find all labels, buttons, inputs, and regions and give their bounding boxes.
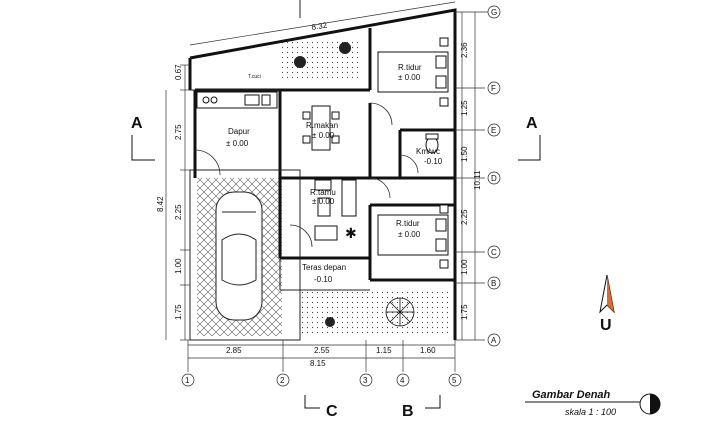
- room-teras-name: Teras depan: [302, 263, 346, 272]
- grid-label-3: 3: [363, 376, 368, 385]
- grid-label-2: 2: [280, 376, 285, 385]
- palm-icon: [385, 297, 415, 327]
- room-tamu-level: ± 0.00: [312, 197, 335, 206]
- dim-bottom-3: 1.60: [420, 346, 436, 355]
- plant-star-icon: ✱: [345, 225, 357, 241]
- grid-label-4: 4: [400, 376, 405, 385]
- grid-bottom: [181, 373, 462, 387]
- section-marker-right: [518, 135, 541, 161]
- section-b-bottom: B: [402, 403, 414, 420]
- room-makan-name: R.makan: [306, 121, 338, 130]
- room-kmwc-level: -0.10: [424, 157, 443, 166]
- room-teras-level: -0.10: [314, 275, 333, 284]
- dining-table: [302, 105, 340, 151]
- north-arrow-icon: [599, 274, 615, 314]
- kitchen-counter: [196, 91, 278, 109]
- section-c-bottom: C: [326, 403, 338, 420]
- room-dapur-name: Dapur: [228, 127, 250, 136]
- thin-lines: [189, 89, 370, 341]
- grid-right: [485, 5, 501, 347]
- bed-2: [377, 204, 449, 269]
- door-swings: [194, 102, 419, 248]
- car-icon: [215, 191, 263, 321]
- dim-right-2: 1.50: [460, 146, 469, 162]
- north-label: U: [600, 317, 612, 334]
- dim-right-4: 1.00: [460, 259, 469, 275]
- dim-top: 8.32: [311, 21, 328, 32]
- section-a-right: A: [526, 115, 538, 132]
- left-dim-lines: [165, 64, 190, 341]
- dim-right-3: 2.25: [460, 209, 469, 225]
- grid-label-1: 1: [185, 376, 190, 385]
- drawing-scale: skala 1 : 100: [565, 407, 616, 417]
- dim-bottom-total: 8.15: [310, 359, 326, 368]
- dim-left-1: 2.75: [174, 124, 183, 140]
- living-furniture: [314, 179, 357, 241]
- room-tidur2-level: ± 0.00: [398, 230, 421, 239]
- section-a-left: A: [131, 115, 143, 132]
- grid-label-b: B: [491, 279, 496, 288]
- tree-icons: [294, 42, 351, 327]
- bottom-dim-lines: [187, 340, 456, 372]
- drawing-title: Gambar Denah: [532, 389, 611, 401]
- dim-bottom-0: 2.85: [226, 346, 242, 355]
- dim-left-2: 2.25: [174, 204, 183, 220]
- toilet: [425, 133, 439, 154]
- grid-label-c: C: [491, 248, 497, 257]
- grid-label-5: 5: [452, 376, 457, 385]
- dim-right-1: 1.25: [460, 100, 469, 116]
- right-dim-lines: [455, 11, 485, 341]
- room-tamu-name: R.tamu: [310, 188, 336, 197]
- dim-right-5: 1.75: [460, 304, 469, 320]
- room-tidur1-name: R.tidur: [398, 63, 422, 72]
- room-tidur2-name: R.tidur: [396, 219, 420, 228]
- room-kmwc-name: Km/wc: [416, 147, 440, 156]
- garden-front: [300, 290, 450, 336]
- dim-bottom-1: 2.55: [314, 346, 330, 355]
- grid-label-a: A: [491, 336, 497, 345]
- tcuci-label: T.cuci: [248, 74, 261, 80]
- dim-right-0: 2.36: [460, 42, 469, 58]
- room-dapur-level: ± 0.00: [226, 139, 249, 148]
- title-block: [525, 393, 661, 415]
- dim-bottom-2: 1.15: [376, 346, 392, 355]
- dim-left-3: 1.00: [174, 258, 183, 274]
- room-tidur1-level: ± 0.00: [398, 73, 421, 82]
- dim-left-0: 0.67: [174, 64, 183, 80]
- grid-label-f: F: [491, 84, 496, 93]
- grid-label-g: G: [491, 8, 497, 17]
- grid-label-d: D: [491, 174, 497, 183]
- dim-left-total: 8.42: [156, 196, 165, 212]
- dim-left-4: 1.75: [174, 304, 183, 320]
- section-marker-left: [131, 135, 155, 161]
- dim-right-total: 10.11: [473, 170, 482, 190]
- room-makan-level: ± 0.00: [312, 131, 335, 140]
- grid-label-e: E: [491, 126, 496, 135]
- section-marker-bottom: [304, 395, 441, 409]
- bed-1: [377, 37, 449, 107]
